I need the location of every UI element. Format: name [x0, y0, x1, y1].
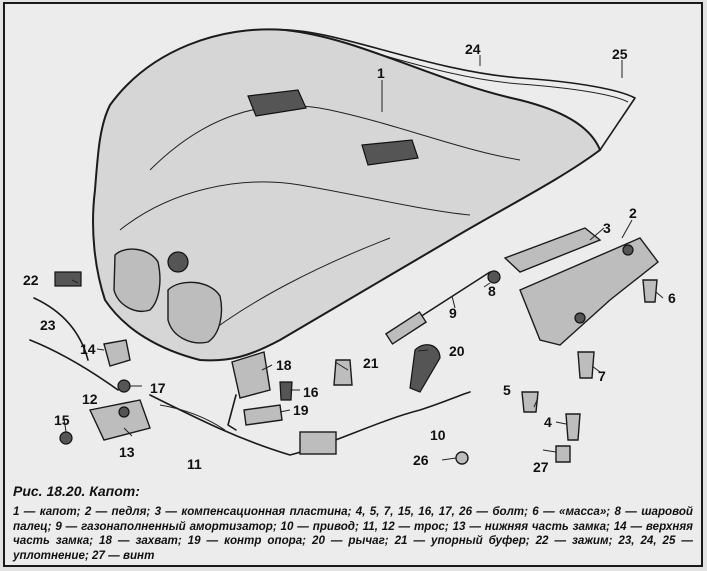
callout-26: 26 — [413, 452, 429, 468]
callout-25: 25 — [612, 46, 628, 62]
bolt-4 — [565, 413, 581, 441]
callout-23: 23 — [40, 317, 56, 333]
callout-8: 8 — [488, 283, 496, 299]
callout-22: 22 — [23, 272, 39, 288]
callout-10: 10 — [430, 427, 446, 443]
grille-right — [167, 281, 223, 344]
hinge — [519, 237, 659, 346]
bolt-7 — [577, 351, 595, 379]
callout-11: 11 — [187, 456, 202, 472]
lock-lower — [88, 399, 151, 441]
bolt-15 — [59, 431, 73, 445]
callout-27: 27 — [533, 459, 549, 475]
callout-13: 13 — [119, 444, 135, 460]
ground-bolt — [642, 279, 658, 303]
clamp — [54, 271, 82, 287]
grille-left — [113, 248, 161, 312]
ball-pin — [487, 270, 501, 284]
hood — [92, 28, 602, 362]
callout-16: 16 — [303, 384, 319, 400]
callout-15: 15 — [54, 412, 70, 428]
callout-18: 18 — [276, 357, 292, 373]
cable-drive — [299, 431, 337, 455]
callout-20: 20 — [449, 343, 465, 359]
callout-3: 3 — [603, 220, 611, 236]
bolt-5 — [521, 391, 539, 413]
hood-exploded-diagram: 1 2 3 4 5 6 7 8 9 10 11 12 13 14 15 16 1… — [23, 28, 676, 475]
screw-27 — [555, 445, 571, 463]
callout-5: 5 — [503, 382, 511, 398]
seal-23 — [33, 297, 89, 361]
callout-9: 9 — [449, 305, 457, 321]
callout-2: 2 — [629, 205, 637, 221]
callout-12: 12 — [82, 391, 98, 407]
figure-legend: 1 — капот; 2 — педля; 3 — компенсационна… — [13, 505, 693, 562]
callout-6: 6 — [668, 290, 676, 306]
hinge-plate — [503, 227, 602, 273]
emblem — [167, 251, 189, 273]
callout-21: 21 — [363, 355, 379, 371]
callout-19: 19 — [293, 402, 309, 418]
callout-14: 14 — [80, 341, 96, 357]
hood-vent-left — [247, 89, 307, 117]
callout-1: 1 — [377, 65, 385, 81]
callout-4: 4 — [544, 414, 552, 430]
leader-lines — [63, 55, 664, 461]
callout-17: 17 — [150, 380, 166, 396]
figure-title: Рис. 18.20. Капот: — [13, 483, 140, 499]
stop-buffer — [333, 359, 353, 386]
catch — [231, 351, 271, 399]
counter-support — [243, 404, 283, 426]
lock-upper — [103, 339, 131, 367]
bolt-16 — [279, 381, 293, 401]
hood-vent-right — [361, 139, 419, 166]
lever — [409, 344, 441, 393]
bolt-17 — [117, 379, 131, 393]
callout-7: 7 — [598, 368, 606, 384]
bolt-26 — [455, 451, 469, 465]
callout-24: 24 — [465, 41, 481, 57]
